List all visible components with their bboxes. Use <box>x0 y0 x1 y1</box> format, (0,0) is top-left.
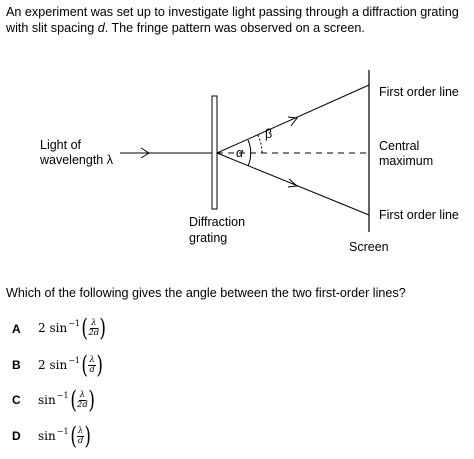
light-label-line1: Light of <box>40 138 82 152</box>
left-paren: ( <box>69 422 77 450</box>
left-paren: ( <box>69 386 77 414</box>
alpha-label: α <box>236 146 244 160</box>
left-paren: ( <box>81 351 88 379</box>
right-paren: ) <box>96 351 103 379</box>
option-b-numerator: λ <box>88 354 96 366</box>
option-b-denominator: d <box>89 364 95 375</box>
option-a-numerator: λ <box>90 317 98 329</box>
lower-first-order-ray <box>216 152 370 216</box>
light-label-line2: wavelength λ <box>40 153 113 167</box>
right-paren: ) <box>84 422 92 450</box>
grating-label-line2: grating <box>189 231 228 245</box>
option-d-function: sin <box>38 429 56 443</box>
option-d-numerator: λ <box>76 425 85 437</box>
option-b-function: sin <box>49 358 68 372</box>
upper-first-order-ray <box>216 84 370 154</box>
option-a-coefficient: 2 <box>38 321 46 335</box>
screen-label: Screen <box>349 240 389 254</box>
option-a-letter[interactable]: A <box>12 322 21 336</box>
lower-ray-arrow <box>287 178 299 188</box>
central-label-line2: maximum <box>379 154 434 168</box>
right-paren: ) <box>88 386 95 414</box>
option-a-denominator: 2d <box>88 327 100 338</box>
first-order-top-label: First order line <box>379 85 459 99</box>
option-c-denominator: 2d <box>76 399 88 410</box>
question-text: Which of the following gives the angle b… <box>6 286 406 300</box>
alpha-arc <box>247 139 252 167</box>
beta-label: β <box>265 127 273 141</box>
upper-ray-arrow <box>287 116 298 127</box>
intro-variable-d: d <box>97 21 105 35</box>
option-c-exponent: −1 <box>56 390 69 400</box>
grating-label-line1: Diffraction <box>189 215 246 229</box>
option-b-letter[interactable]: B <box>12 358 21 372</box>
option-d-exponent: −1 <box>56 426 69 436</box>
incident-arrow <box>140 147 150 159</box>
option-c-numerator: λ <box>78 389 87 401</box>
central-label-line1: Central <box>379 139 420 153</box>
option-a-function: sin <box>49 321 68 335</box>
option-b-exponent: −1 <box>68 355 80 365</box>
option-b-coefficient: 2 <box>38 358 46 372</box>
intro-part-1: An experiment was set up to investigate … <box>6 5 459 35</box>
option-c-letter[interactable]: C <box>12 393 21 407</box>
intro-text: An experiment was set up to investigate … <box>6 4 468 36</box>
option-d-denominator: d <box>77 435 84 446</box>
first-order-bottom-label: First order line <box>379 208 459 222</box>
left-paren: ( <box>81 314 88 342</box>
grating <box>211 95 218 210</box>
intro-part-2: . The fringe pattern was observed on a s… <box>104 21 365 35</box>
beta-arc <box>257 134 263 154</box>
option-c-function: sin <box>38 393 56 407</box>
option-d-letter[interactable]: D <box>12 429 21 443</box>
diffraction-diagram <box>120 70 370 232</box>
option-a-exponent: −1 <box>68 318 80 328</box>
right-paren: ) <box>99 314 107 342</box>
